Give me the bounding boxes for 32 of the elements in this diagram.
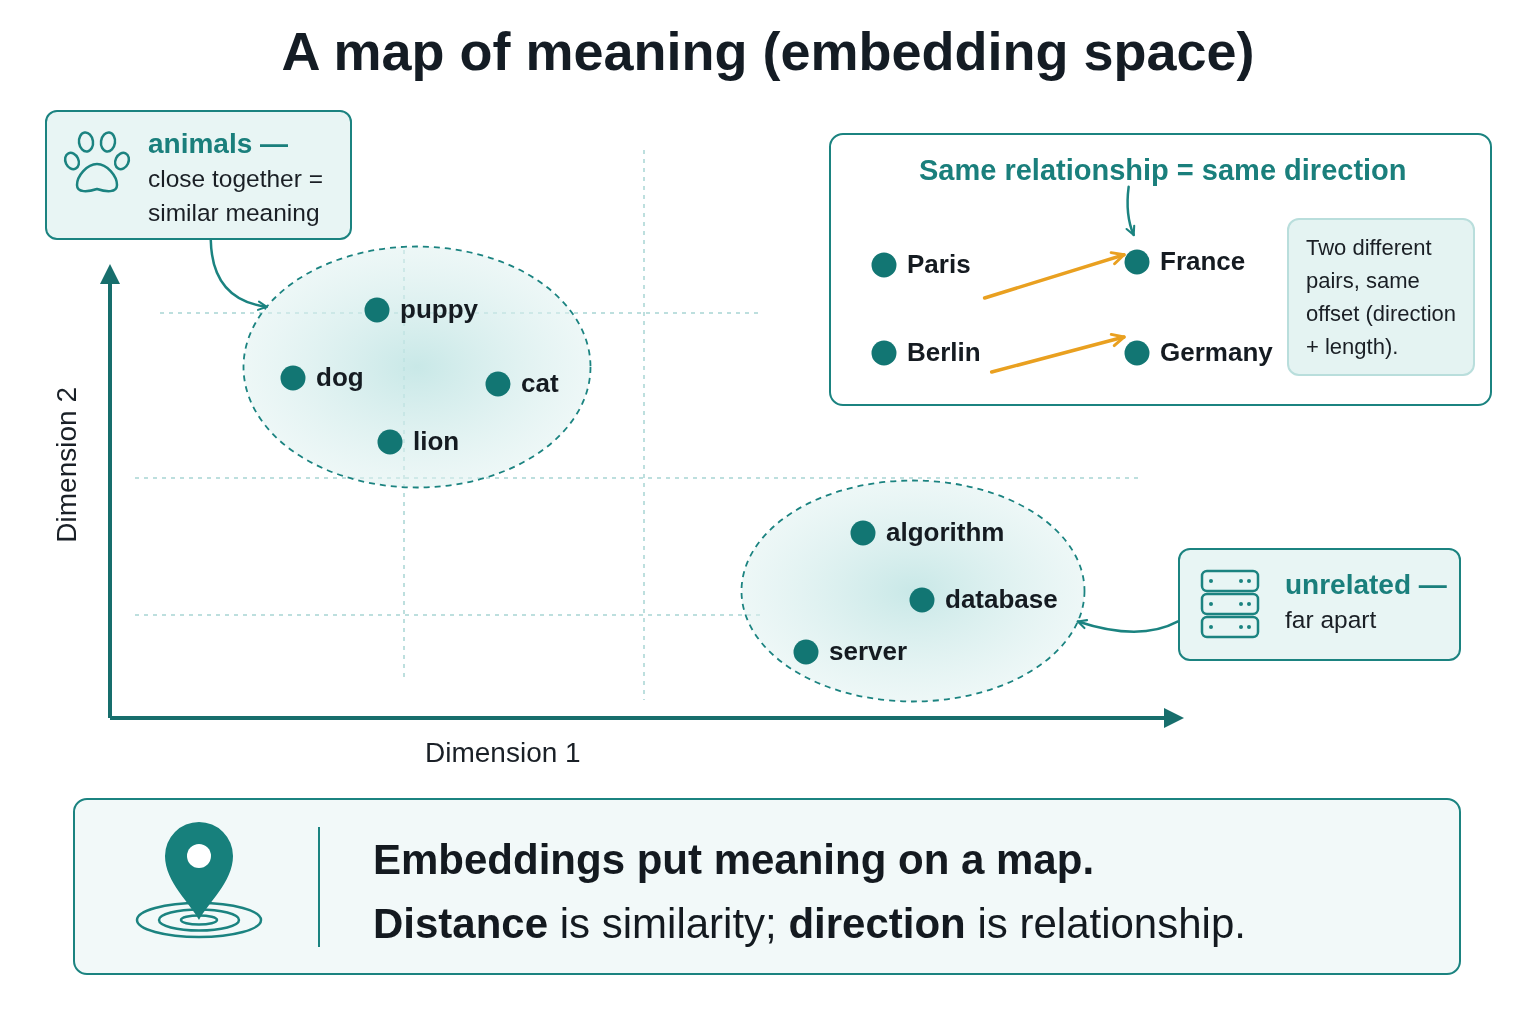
- word-label: puppy: [400, 294, 478, 326]
- callout-box: [45, 110, 352, 240]
- word-label: Berlin: [907, 337, 981, 369]
- panel-heading: Same relationship = same direction: [919, 153, 1407, 187]
- word-label: cat: [521, 368, 559, 400]
- axis-label: Dimension 2: [51, 387, 83, 543]
- curved-arrow: [209, 238, 268, 311]
- note-text: Two different pairs, same offset (direction + length).: [1306, 234, 1457, 361]
- word-label: lion: [413, 426, 460, 458]
- summary-heading: Embeddings put meaning on a map.: [373, 835, 1095, 885]
- word-label: Paris: [907, 249, 971, 281]
- word-label: Germany: [1160, 337, 1273, 369]
- summary-text: Distance is similarity; direction is relationship.: [373, 899, 1246, 949]
- panel-box: [829, 133, 1492, 406]
- title: A map of meaning (embedding space): [281, 22, 1255, 82]
- note-box: [1287, 218, 1475, 376]
- callout-heading: unrelated —: [1285, 568, 1447, 602]
- arrow: [989, 332, 1126, 374]
- callout-box: [1178, 548, 1461, 661]
- curved-arrow: [1076, 618, 1180, 633]
- word-label: France: [1160, 246, 1246, 278]
- word-label: database: [945, 584, 1058, 616]
- axis-label: Dimension 1: [425, 737, 581, 769]
- word-label: dog: [316, 362, 364, 394]
- curved-arrow: [1125, 185, 1136, 237]
- callout-heading: animals —: [148, 127, 289, 161]
- callout-text: far apart: [1285, 605, 1377, 635]
- arrow: [982, 251, 1126, 300]
- summary-box: [73, 798, 1461, 975]
- callout-text: close together = similar meaning: [148, 164, 325, 228]
- word-label: server: [829, 636, 908, 668]
- word-label: algorithm: [886, 517, 1005, 549]
